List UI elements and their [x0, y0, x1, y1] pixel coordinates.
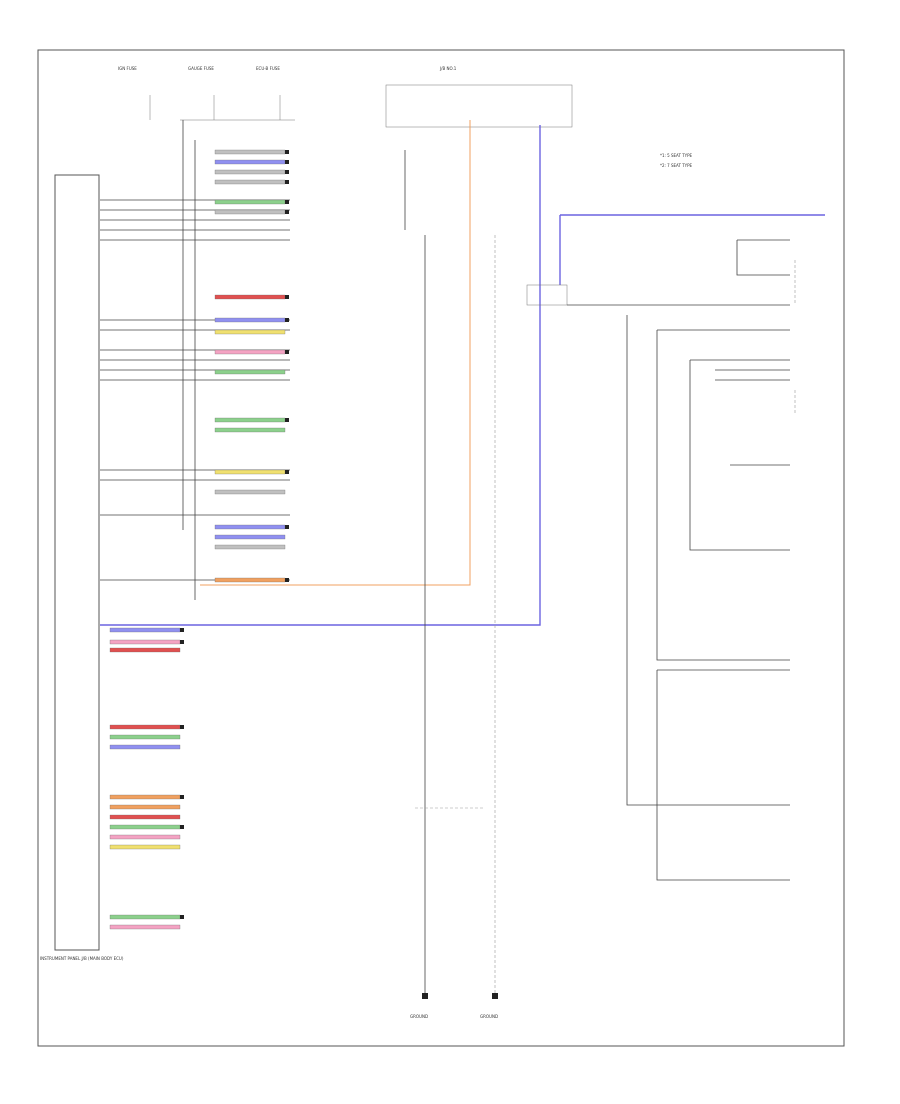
- ground-label-2: GROUND: [480, 1014, 498, 1019]
- legend: *1: 5 SEAT TYPE *2: 7 SEAT TYPE: [660, 153, 692, 168]
- main-ecu-label: INSTRUMENT PANEL J/B (MAIN BODY ECU): [40, 956, 124, 961]
- blue-wire-main: [100, 125, 541, 626]
- orange-wire: [200, 120, 471, 586]
- top-fuse-2-label: GAUGE FUSE: [188, 66, 214, 71]
- legend-item-2: *2: 7 SEAT TYPE: [660, 163, 692, 168]
- wire-swatches: [109, 149, 286, 930]
- ground-symbols: GROUND GROUND: [410, 993, 498, 1019]
- fuse-leads: [149, 95, 281, 120]
- top-fuse-3-label: ECU-B FUSE: [256, 66, 280, 71]
- ground-label-1: GROUND: [410, 1014, 428, 1019]
- junction-box: [526, 284, 568, 306]
- top-fuses: IGN FUSE GAUGE FUSE ECU-B FUSE: [118, 66, 295, 121]
- terminal-dots: [180, 150, 289, 919]
- jb-box: [385, 84, 573, 128]
- legend-item-1: *1: 5 SEAT TYPE: [660, 153, 692, 158]
- main-ecu-box: [54, 174, 100, 951]
- jb-label: J/B NO.1: [439, 66, 457, 71]
- diagram-frame: [37, 49, 845, 1047]
- right-side-wiring: [526, 239, 796, 881]
- top-fuse-1-label: IGN FUSE: [118, 66, 137, 71]
